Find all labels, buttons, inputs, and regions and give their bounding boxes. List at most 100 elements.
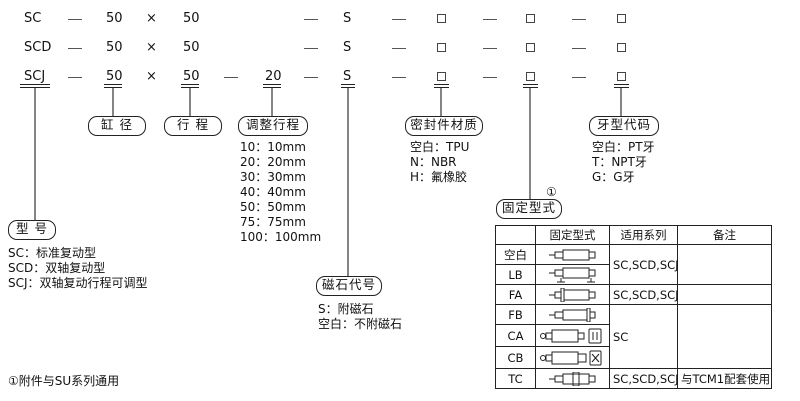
basic-cylinder-icon: [535, 244, 610, 265]
foot-mount-icon: [535, 264, 610, 285]
bore-code: 50: [106, 11, 123, 26]
table-row: CA: [495, 324, 772, 347]
mount-placeholder: [526, 43, 535, 52]
model-option: SCJ：双轴复动行程可调型: [8, 276, 148, 290]
adjust-stroke-label: 调整行程: [238, 116, 308, 136]
times-sign: ×: [146, 11, 157, 26]
table-row: TC SC,SCD,SCJ 与TCM1配套使用: [495, 368, 772, 389]
magnet-option: S：附磁石: [318, 302, 374, 316]
adjust-option: 75：75mm: [240, 215, 306, 229]
separator: [572, 77, 586, 78]
mount-code: 空白: [495, 244, 536, 265]
adjust-code: 20: [265, 69, 282, 84]
separator: [392, 77, 406, 78]
model-code: SC: [24, 11, 42, 26]
separator: [572, 48, 586, 49]
table-row: 空白 SC,SCD,SCJ: [495, 244, 772, 285]
table-row: FB SC: [495, 304, 772, 369]
thread-placeholder: [617, 43, 626, 52]
adjust-option: 10：10mm: [240, 140, 306, 154]
remark-cell: [677, 244, 772, 285]
stroke-label: 行 程: [164, 116, 222, 136]
separator: [483, 48, 497, 49]
footnote: ①附件与SU系列通用: [8, 374, 120, 388]
thread-option: G：G牙: [592, 170, 635, 184]
thread-option: T：NPT牙: [592, 155, 647, 169]
rear-flange-icon: [535, 304, 610, 325]
adjust-option: 40：40mm: [240, 185, 306, 199]
separator: [392, 48, 406, 49]
remark-cell: [677, 284, 772, 305]
mount-code: CA: [495, 324, 536, 347]
table-header-cell: 备注: [677, 225, 772, 245]
table-row: LB: [495, 264, 772, 285]
trunnion-mount-icon: [535, 368, 610, 389]
adjust-option: 100：100mm: [240, 230, 322, 244]
separator: [572, 19, 586, 20]
underline-marker: [263, 84, 281, 88]
front-flange-icon: [535, 284, 610, 305]
magnet-code: S: [343, 69, 352, 84]
mount-type-label: 固定型式: [496, 199, 562, 219]
model-option: SC：标准复动型: [8, 246, 96, 260]
mount-code: FB: [495, 304, 536, 325]
underline-marker: [20, 84, 50, 88]
seal-placeholder: [437, 14, 446, 23]
times-sign: ×: [146, 40, 157, 55]
seal-placeholder: [437, 43, 446, 52]
underline-marker: [181, 84, 199, 88]
remark-cell: [677, 304, 772, 369]
series-cell: SC,SCD,SCJ: [609, 368, 679, 389]
mount-placeholder: [526, 72, 535, 81]
separator: [483, 19, 497, 20]
magnet-code: S: [343, 40, 352, 55]
seal-option: N：NBR: [410, 155, 457, 169]
mount-code: FA: [495, 284, 536, 305]
series-cell: SC: [609, 304, 678, 369]
remark-cell: 与TCM1配套使用: [677, 368, 772, 389]
underline-marker: [523, 84, 538, 88]
mount-code: LB: [495, 264, 536, 285]
separator: [68, 19, 82, 20]
single-clevis-icon: [535, 324, 610, 347]
mount-type-table: 固定型式 适用系列 备注 空白 SC,SCD,SCJ LB FA SC,SCD,…: [495, 225, 772, 389]
bore-code: 50: [106, 69, 123, 84]
separator: [392, 19, 406, 20]
mount-note-marker: ①: [546, 185, 557, 199]
separator: [68, 48, 82, 49]
bore-code: 50: [106, 40, 123, 55]
stroke-code: 50: [183, 69, 200, 84]
bore-label: 缸 径: [88, 116, 146, 136]
seal-material-label: 密封件材质: [405, 116, 483, 136]
underline-marker: [614, 84, 629, 88]
stroke-code: 50: [183, 11, 200, 26]
thread-code-label: 牙型代码: [589, 116, 659, 136]
adjust-option: 20：20mm: [240, 155, 306, 169]
table-header-cell: 固定型式: [535, 225, 610, 245]
underline-marker: [104, 84, 122, 88]
model-option: SCD：双轴复动型: [8, 261, 106, 275]
separator: [304, 48, 318, 49]
table-row: FA SC,SCD,SCJ: [495, 284, 772, 305]
magnet-code-label: 磁石代号: [316, 276, 382, 296]
mount-code: TC: [495, 368, 536, 389]
thread-option: 空白：PT牙: [592, 140, 655, 154]
mount-code: CB: [495, 346, 536, 369]
separator: [304, 77, 318, 78]
model-code: SCJ: [24, 69, 46, 84]
table-row: CB: [495, 346, 772, 369]
adjust-option: 50：50mm: [240, 200, 306, 214]
mount-placeholder: [526, 14, 535, 23]
double-clevis-icon: [535, 346, 610, 369]
seal-option: H：氟橡胶: [410, 170, 468, 184]
series-cell: SC,SCD,SCJ: [609, 284, 679, 305]
separator: [68, 77, 82, 78]
stroke-code: 50: [183, 40, 200, 55]
table-header-row: 固定型式 适用系列 备注: [495, 225, 772, 245]
table-header-cell: [495, 225, 536, 245]
separator: [304, 19, 318, 20]
times-sign: ×: [146, 69, 157, 84]
thread-placeholder: [617, 72, 626, 81]
series-cell: SC,SCD,SCJ: [609, 244, 679, 285]
